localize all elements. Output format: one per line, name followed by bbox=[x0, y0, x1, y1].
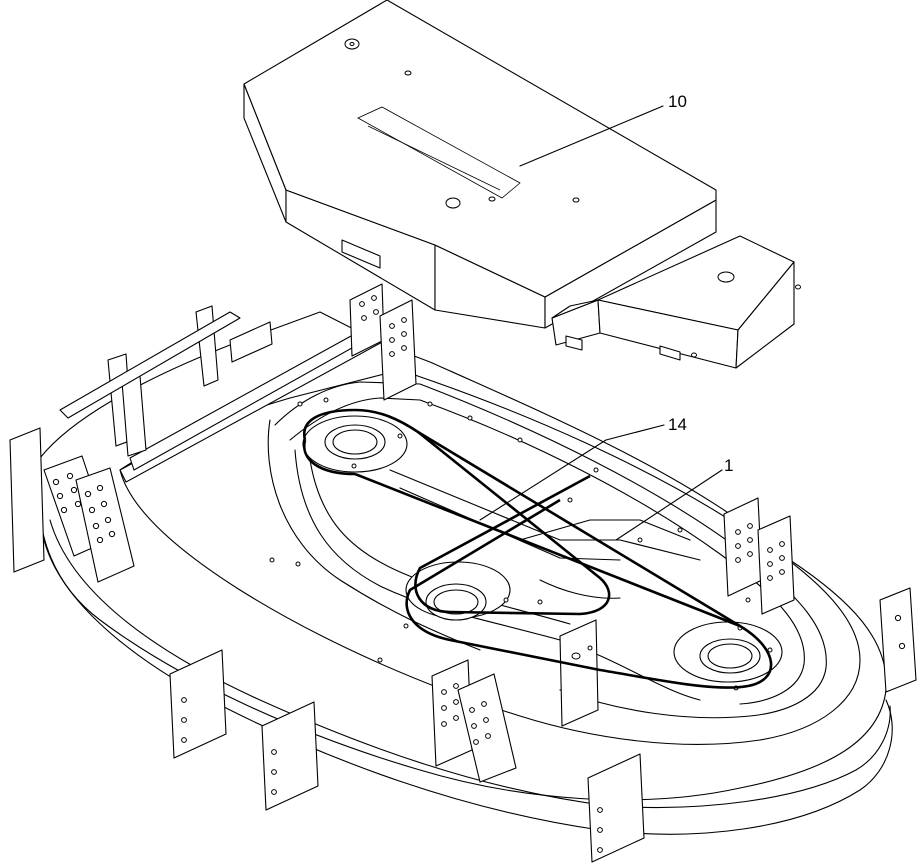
baffle-tab bbox=[169, 649, 227, 759]
cover-hole bbox=[572, 197, 580, 203]
belt-cover-slot bbox=[357, 106, 521, 199]
leader-line-14-belt bbox=[479, 439, 607, 521]
callout-leaders bbox=[479, 105, 723, 541]
cover-hole bbox=[349, 42, 355, 46]
right-bracket-b bbox=[757, 515, 795, 615]
center-front-bracket bbox=[559, 619, 599, 727]
deck-skirt-bottom bbox=[43, 539, 893, 835]
belt-loop-upper bbox=[302, 408, 611, 616]
extension-hole bbox=[717, 271, 735, 283]
bracket-holes-rear bbox=[359, 295, 407, 357]
front-bracket-b bbox=[457, 673, 517, 783]
bracket-holes-right bbox=[735, 523, 785, 581]
mower-deck-part bbox=[9, 283, 917, 863]
right-end-post bbox=[879, 587, 917, 693]
gauge-bracket-left-b bbox=[75, 467, 135, 583]
cover-hole bbox=[445, 197, 461, 209]
bracket-holes-left bbox=[52, 472, 116, 544]
belt-cover-part bbox=[243, 0, 717, 329]
callout-label-cover: 10 bbox=[668, 92, 687, 111]
baffle-tab bbox=[587, 753, 645, 863]
belt-cover-extension bbox=[551, 235, 801, 369]
belt-cover-tab bbox=[341, 239, 381, 269]
callout-labels: 10 14 1 bbox=[668, 92, 733, 475]
spindle-center bbox=[425, 583, 487, 621]
belt-run-inner bbox=[354, 472, 741, 628]
cover-hole bbox=[404, 70, 412, 76]
right-bracket-a bbox=[723, 497, 763, 597]
belt-loop-lower bbox=[302, 439, 356, 476]
belt-run-right bbox=[405, 430, 773, 689]
cover-hole bbox=[488, 196, 496, 202]
callout-label-deck: 1 bbox=[724, 456, 733, 475]
bracket-holes-front bbox=[441, 683, 491, 745]
baffle-tab bbox=[261, 701, 319, 811]
drive-belt-part bbox=[302, 408, 773, 689]
belt-cover-top-face bbox=[243, 0, 717, 298]
rear-bracket-b bbox=[379, 299, 417, 401]
leader-line-1 bbox=[615, 469, 723, 541]
callout-label-belt: 14 bbox=[668, 415, 687, 434]
left-end-post bbox=[9, 427, 45, 573]
leader-line-14 bbox=[605, 424, 665, 441]
leader-line-10 bbox=[519, 105, 664, 167]
